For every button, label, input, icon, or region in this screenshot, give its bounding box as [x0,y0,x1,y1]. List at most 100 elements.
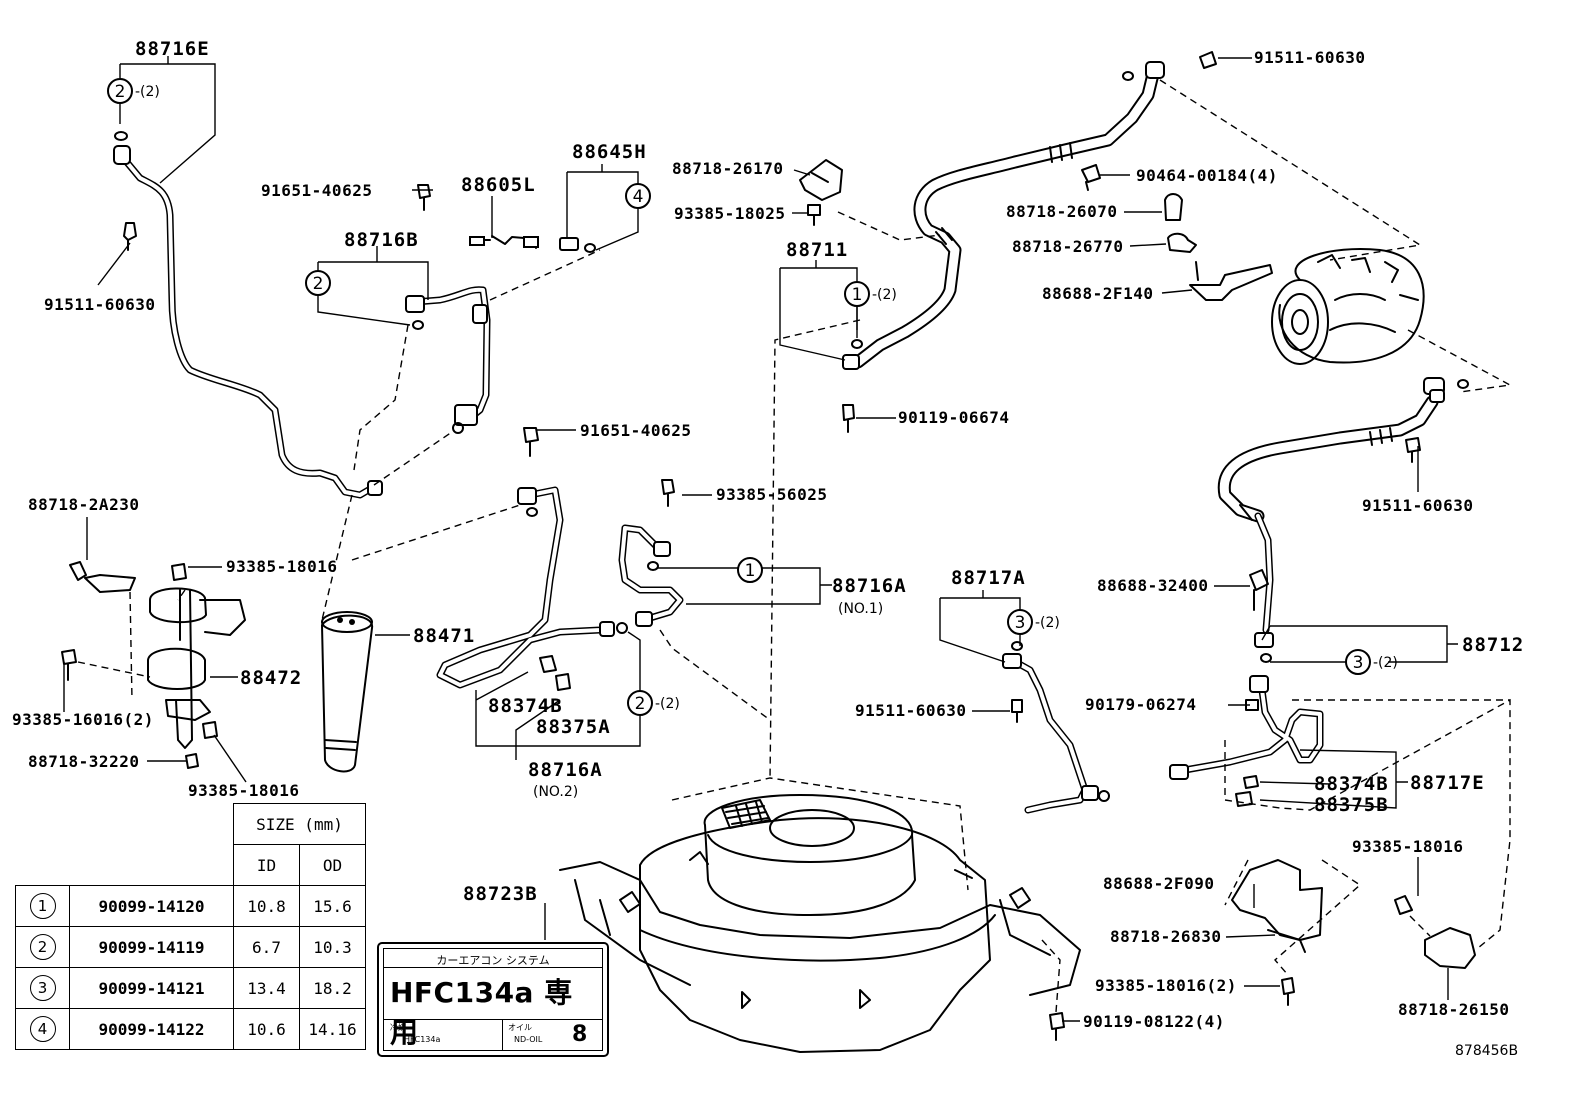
label-88605L: 88605L [461,174,536,196]
label-91511-60630: 91511-60630 [1254,48,1365,67]
row-part-number: 90099-14120 [69,885,234,927]
label-refrigerant-caption: 冷媒 [390,1023,406,1032]
svg-text:-(2): -(2) [872,287,897,303]
label-88716A-no2: 88716A [528,759,603,781]
marker-88716B: 2 [305,270,331,296]
svg-text:-(2): -(2) [135,84,160,100]
svg-text:3: 3 [1015,613,1026,633]
table-row: 1 90099-14120 10.8 15.6 [15,885,366,927]
label-88688-2F140: 88688-2F140 [1042,284,1153,303]
brackets-right-lower [1049,859,1476,1041]
label-88718-26070: 88718-26070 [1006,202,1117,221]
label-90464-00184: 90464-00184(4) [1136,166,1278,185]
label-88718-26770: 88718-26770 [1012,237,1123,256]
marker-88711: 1 -(2) [844,281,897,307]
label-91651-40625: 91651-40625 [580,421,691,440]
label-oil-quantity: 8 [572,1022,588,1047]
label-88718-26170: 88718-26170 [672,159,783,178]
label-88375A: 88375A [536,716,611,738]
svg-text:2: 2 [313,274,324,294]
svg-text:2: 2 [115,82,126,102]
label-oil-caption: オイル [508,1023,532,1032]
label-93385-16016: 93385-16016(2) [12,710,154,729]
label-88717A: 88717A [951,567,1026,589]
circle-markers: 2 -(2) 2 4 1 -(2) 1 2 -(2) 3 -(2) [107,78,1398,716]
marker-88712: 3 -(2) [1345,649,1398,675]
label-88374B: 88374B [1314,773,1389,795]
label-93385-18016: 93385-18016 [1352,837,1463,856]
bracket-88472 [61,561,246,769]
label-88716A-no2-sub: (NO.2) [533,784,578,800]
label-88711: 88711 [786,239,848,261]
hose-88711 [799,51,1273,433]
label-93385-18016: 93385-18016 [226,557,337,576]
table-header-size: SIZE (mm) [233,803,366,845]
label-93385-18016-2: 93385-18016(2) [1095,976,1237,995]
label-88471: 88471 [413,625,475,647]
pipe-88716B [405,184,596,434]
label-93385-18025: 93385-18025 [674,204,785,223]
label-88718-2A230: 88718-2A230 [28,495,139,514]
drawing-number: 878456B [1455,1043,1518,1059]
table-col-id: ID [233,844,300,886]
table-row: 3 90099-14121 13.4 18.2 [15,967,366,1009]
row-od: 14.16 [299,1008,366,1050]
row-id: 10.8 [233,885,300,927]
marker-88716E: 2 -(2) [107,78,160,104]
label-88712: 88712 [1462,634,1524,656]
leader-lines [63,56,1458,1022]
svg-text:3: 3 [1353,653,1364,673]
hose-size-table: SIZE (mm) ID OD 1 90099-14120 10.8 15.6 … [15,803,366,1050]
label-88716A-no1: 88716A [832,575,907,597]
svg-text:1: 1 [852,285,863,305]
label-88718-32220: 88718-32220 [28,752,139,771]
svg-text:-(2): -(2) [1373,655,1398,671]
row-od: 15.6 [299,885,366,927]
label-88718-26830: 88718-26830 [1110,927,1221,946]
label-91511-60630: 91511-60630 [1362,496,1473,515]
label-refrigerant-main: HFC134a 専 用 [390,976,573,1049]
label-91511-60630: 91511-60630 [855,701,966,720]
label-88716E: 88716E [135,38,210,60]
table-row: 4 90099-14122 10.6 14.16 [15,1008,366,1050]
svg-text:-(2): -(2) [1035,615,1060,631]
label-refrigerant-value: HFC134a [404,1035,441,1044]
part-number-labels: 88716E 91511-60630 91651-40625 88716B 88… [12,38,1524,1059]
label-divider [384,1019,602,1020]
label-90179-06274: 90179-06274 [1085,695,1196,714]
marker-88716A-no2: 2 -(2) [627,690,680,716]
label-90119-08122: 90119-08122(4) [1083,1012,1225,1031]
table-col-od: OD [299,844,366,886]
pipe-88716A-no2 [436,427,628,691]
assembly-lines [77,79,1513,1013]
row-part-number: 90099-14122 [69,1008,234,1050]
row-od: 10.3 [299,926,366,968]
marker-88716A-no1: 1 [737,557,763,583]
label-88723B: 88723B [463,883,538,905]
label-91511-60630: 91511-60630 [44,295,155,314]
pipe-88717A [1002,641,1110,814]
row-id: 10.6 [233,1008,300,1050]
pipe-88716A-no1 [618,479,684,627]
label-90119-06674: 90119-06674 [898,408,1009,427]
row-mark: 4 [29,1016,56,1042]
label-88716B: 88716B [344,229,419,251]
row-id: 13.4 [233,967,300,1009]
label-93385-18016: 93385-18016 [188,781,299,800]
svg-text:4: 4 [633,187,644,207]
label-88716A-no1-sub: (NO.1) [838,601,883,617]
marker-88645H: 4 [625,183,651,209]
engine-assembly [559,777,1081,1053]
label-88688-32400: 88688-32400 [1097,576,1208,595]
pipe-88716E [97,131,383,499]
label-88688-2F090: 88688-2F090 [1103,874,1214,893]
label-divider [502,1019,503,1050]
marker-88717A: 3 -(2) [1007,609,1060,635]
row-part-number: 90099-14119 [69,926,234,968]
compressor [1271,248,1425,365]
label-88472: 88472 [240,667,302,689]
label-88374B: 88374B [488,695,563,717]
label-inner-frame: カーエアコン システム HFC134a 専 用 冷媒 HFC134a オイル N… [383,948,603,1051]
label-oil-value: ND-OIL [514,1035,543,1044]
